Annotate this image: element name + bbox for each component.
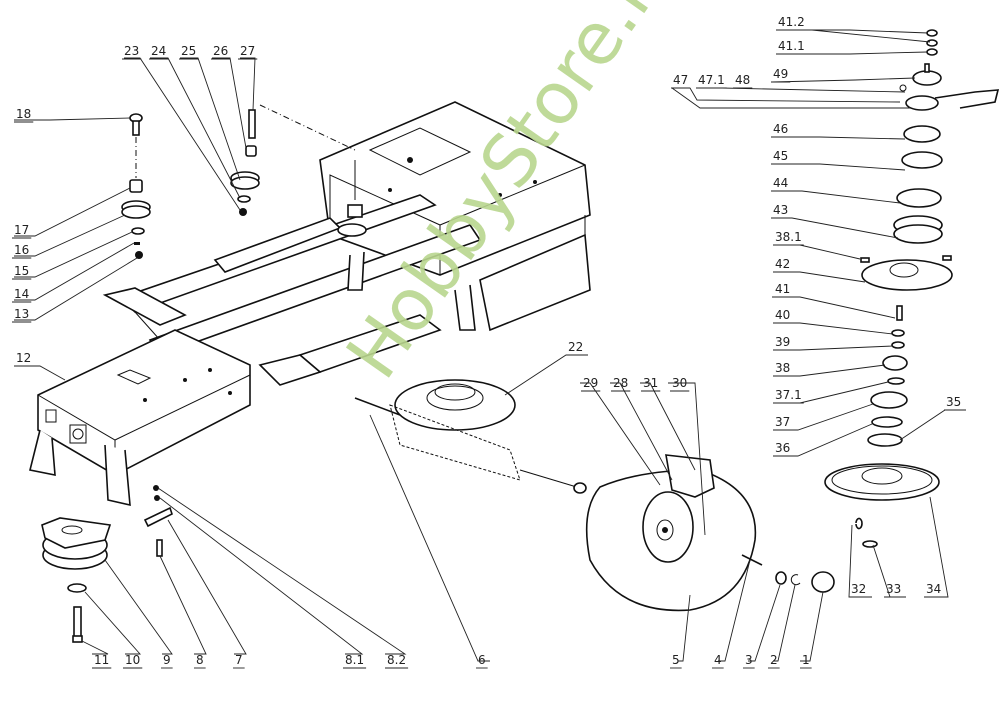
callout-42: 42	[775, 257, 790, 271]
callout-3: 3	[745, 653, 753, 667]
center-mount-stack	[230, 104, 356, 216]
callout-48: 48	[735, 73, 750, 87]
callout-8-2: 8.2	[387, 653, 406, 667]
callout-12: 12	[16, 351, 31, 365]
callout-35: 35	[946, 395, 961, 409]
callout-22: 22	[568, 340, 583, 354]
callout-43: 43	[773, 203, 788, 217]
callout-26: 26	[213, 44, 228, 58]
callout-13: 13	[14, 307, 29, 321]
callout-5: 5	[672, 653, 680, 667]
callout-38: 38	[775, 361, 790, 375]
callout-41: 41	[775, 282, 790, 296]
callout-16: 16	[14, 243, 29, 257]
chassis-frame	[29, 101, 591, 507]
callout-27: 27	[240, 44, 255, 58]
callout-15: 15	[14, 264, 29, 278]
callout-8: 8	[196, 653, 204, 667]
callout-31: 31	[643, 376, 658, 390]
callout-25: 25	[181, 44, 196, 58]
callout-10: 10	[125, 653, 140, 667]
callout-45: 45	[773, 149, 788, 163]
callout-8-1: 8.1	[345, 653, 364, 667]
callout-47: 47	[673, 73, 688, 87]
callout-44: 44	[773, 176, 788, 190]
callout-labels: 41.2 41.1 49 47 47.1 48 46 45 44 43 38.1…	[12, 15, 964, 669]
front-mount-stack	[121, 113, 151, 259]
callout-33: 33	[886, 582, 901, 596]
callout-38-1: 38.1	[775, 230, 802, 244]
pto-clutch	[41, 485, 173, 643]
callout-37-1: 37.1	[775, 388, 802, 402]
callout-17: 17	[14, 223, 29, 237]
callout-6: 6	[478, 653, 486, 667]
callout-41-2: 41.2	[778, 15, 805, 29]
callout-40: 40	[775, 308, 790, 322]
callout-30: 30	[672, 376, 687, 390]
callout-1: 1	[802, 653, 810, 667]
callout-2: 2	[770, 653, 778, 667]
rear-wheel	[585, 454, 835, 612]
callout-14: 14	[14, 287, 29, 301]
callout-29: 29	[583, 376, 598, 390]
pulley-stack	[824, 29, 1000, 548]
callout-18: 18	[16, 107, 31, 121]
callout-47-1: 47.1	[698, 73, 725, 87]
callout-23: 23	[124, 44, 139, 58]
callout-39: 39	[775, 335, 790, 349]
callout-36: 36	[775, 441, 790, 455]
callout-28: 28	[613, 376, 628, 390]
callout-7: 7	[235, 653, 243, 667]
callout-4: 4	[714, 653, 722, 667]
transmission	[354, 379, 587, 494]
callout-24: 24	[151, 44, 166, 58]
callout-37: 37	[775, 415, 790, 429]
callout-46: 46	[773, 122, 788, 136]
callout-34: 34	[926, 582, 941, 596]
callout-9: 9	[163, 653, 171, 667]
callout-41-1: 41.1	[778, 39, 805, 53]
callout-32: 32	[851, 582, 866, 596]
callout-11: 11	[94, 653, 109, 667]
callout-49: 49	[773, 67, 788, 81]
